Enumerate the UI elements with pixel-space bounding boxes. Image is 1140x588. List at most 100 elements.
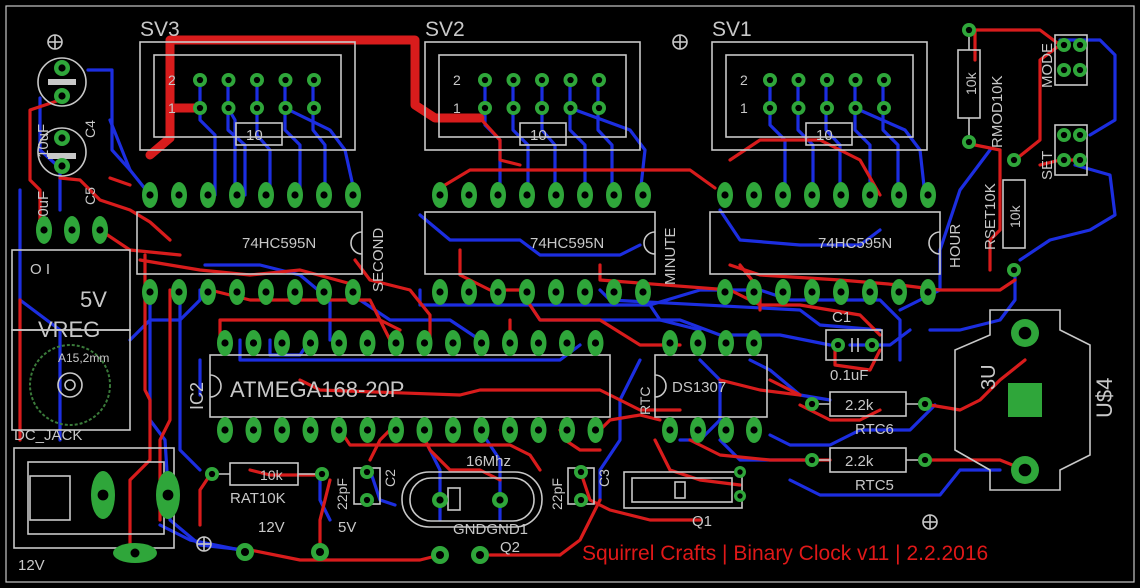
- pad-hole: [852, 104, 859, 112]
- pad-hole: [1010, 266, 1018, 274]
- pad-hole: [240, 547, 250, 557]
- v12-bottom-label: 12V: [18, 557, 45, 574]
- pad-hole: [477, 426, 486, 434]
- pad-hole: [1076, 131, 1084, 139]
- hour-label: HOUR: [947, 224, 964, 268]
- pad-hole: [363, 496, 371, 504]
- pad-hole: [1060, 131, 1068, 139]
- pad-hole: [449, 339, 457, 347]
- c3-ref: C3: [596, 469, 612, 487]
- pad-hole: [538, 104, 546, 112]
- pad-hole: [823, 76, 831, 84]
- pads: [36, 23, 1087, 564]
- pad-hole: [225, 104, 232, 112]
- pad-hole: [465, 191, 473, 199]
- pad-hole: [895, 191, 903, 199]
- chip-rtc: DS1307 RTC: [637, 354, 768, 418]
- crystal: 16Mhz GNDGND1: [401, 453, 543, 538]
- v12-mid-label: 12V: [258, 519, 285, 536]
- pad-hole: [694, 339, 702, 347]
- pad-hole: [363, 426, 372, 434]
- pad-hole: [262, 288, 270, 296]
- pad-hole: [666, 339, 674, 347]
- pad-hole: [475, 550, 485, 560]
- mode-label: MODE: [1039, 43, 1056, 88]
- pad-hole: [552, 191, 560, 199]
- pad-hole: [795, 76, 802, 84]
- pad-hole: [1060, 156, 1068, 164]
- pad-hole: [58, 64, 66, 72]
- resistor-rset: 10k RSET10K: [982, 179, 1026, 250]
- pad-hole: [567, 76, 574, 84]
- sv2-row2: 2: [453, 72, 461, 88]
- pad-hole: [130, 548, 140, 558]
- rat-ref: RAT10K: [230, 490, 286, 507]
- pad-hole: [577, 468, 585, 476]
- pad-hole: [291, 288, 299, 296]
- second-label: SECOND: [370, 228, 387, 292]
- pad-hole: [175, 191, 183, 199]
- rtc5-ref: RTC5: [855, 477, 894, 494]
- pad-hole: [96, 226, 104, 234]
- pad-hole: [162, 489, 174, 501]
- pad-hole: [563, 339, 571, 347]
- pad-hole: [320, 191, 328, 199]
- c5-value: 10uF: [35, 191, 52, 225]
- v5-label: 5V: [338, 519, 356, 536]
- pad-hole: [750, 288, 758, 296]
- rtc5-value: 2.2k: [845, 453, 874, 470]
- chip-hour: 74HC595N HOUR: [709, 211, 964, 275]
- pad-hole: [666, 426, 674, 434]
- pad-hole: [581, 191, 589, 199]
- pad-hole: [58, 92, 66, 100]
- resistor-rtc5: 2.2k RTC5: [812, 447, 925, 494]
- connector-sv3: SV3 10 2 1: [139, 18, 356, 151]
- c1-value: 0.1uF: [830, 367, 868, 384]
- capacitor-c2: 22pF C2: [334, 467, 398, 510]
- rset-ref: RSET10K: [982, 183, 999, 250]
- mcu-ref: IC2: [187, 382, 207, 410]
- pad-hole: [208, 470, 216, 478]
- pad-hole: [595, 104, 603, 112]
- pad-hole: [506, 339, 514, 347]
- minute-label: MINUTE: [662, 228, 679, 286]
- pad-hole: [363, 468, 371, 476]
- pad-hole: [722, 426, 730, 434]
- pad-hole: [921, 400, 929, 408]
- mcu-part: ATMEGA168-20P: [230, 377, 404, 402]
- pad-hole: [737, 469, 743, 475]
- pad-hole: [496, 496, 504, 504]
- pad-hole: [146, 288, 154, 296]
- pad-hole: [1060, 66, 1068, 74]
- pad-hole: [40, 226, 48, 234]
- pad-hole: [204, 288, 212, 296]
- resistor-rmod: 10k RMOD10K: [957, 30, 1006, 148]
- crystal-q1: Q1: [623, 471, 743, 530]
- board-outline: [5, 5, 1135, 583]
- pad-hole: [349, 191, 357, 199]
- pad-hole: [1018, 463, 1032, 477]
- battery-ref: U$4: [1092, 378, 1117, 418]
- pad-hole: [392, 426, 400, 434]
- rset-value: 10k: [1007, 204, 1023, 228]
- pad-hole: [895, 288, 903, 296]
- pad-hole: [552, 288, 560, 296]
- set-label: SET: [1039, 151, 1056, 180]
- pad-hole: [436, 288, 444, 296]
- pad-hole: [68, 226, 76, 234]
- sv2-row1: 1: [453, 100, 461, 116]
- pad-hole: [278, 426, 286, 434]
- pad-hole: [721, 288, 729, 296]
- vreg-pins: O I: [30, 261, 50, 278]
- pad-hole: [534, 426, 543, 434]
- pad-hole: [581, 288, 589, 296]
- pad-hole: [477, 339, 486, 347]
- vreg-name: VREG: [38, 317, 100, 342]
- pad-hole: [435, 550, 445, 560]
- pad-hole: [449, 426, 457, 434]
- pad-hole: [494, 191, 502, 199]
- pad-hole: [481, 76, 489, 84]
- pad: [1008, 383, 1042, 417]
- hour-part: 74HC595N: [818, 235, 892, 252]
